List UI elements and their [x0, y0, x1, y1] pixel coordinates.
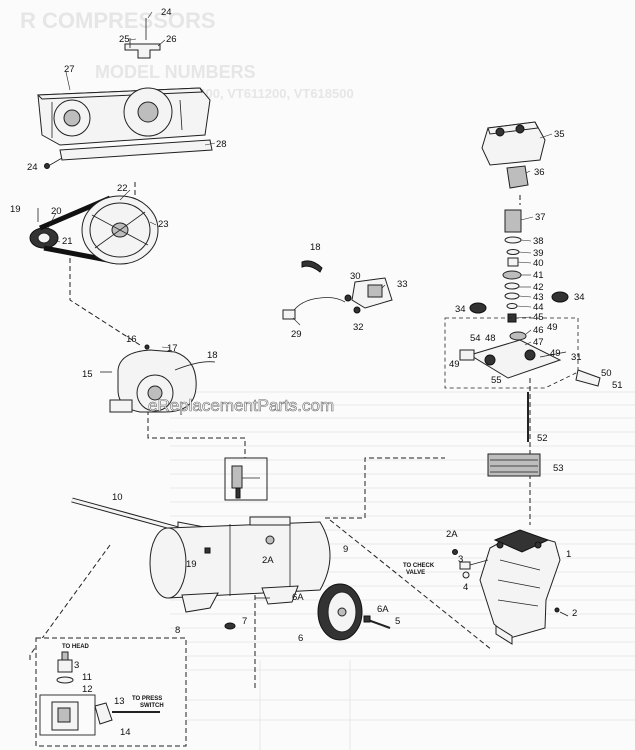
head-shroud — [481, 121, 546, 189]
callout-numbers: 24 25 26 27 28 24 19 20 21 22 23 18 30 3… — [10, 7, 623, 738]
callout-31: 29 — [291, 329, 302, 340]
callout-47: 45 — [533, 312, 544, 323]
callout-3: 2A — [446, 529, 458, 540]
callout-15: 13 — [114, 696, 125, 707]
valve-stack — [502, 209, 527, 350]
callout-39: 37 — [535, 212, 546, 223]
callout-14: 12 — [82, 684, 93, 695]
callout-21-top: 19 — [10, 204, 21, 215]
valve-plate-assembly — [444, 317, 601, 389]
callout-33: 31 — [571, 352, 582, 363]
callout-34: 32 — [353, 322, 364, 333]
callout-43: 41 — [533, 270, 544, 281]
callout-37: 35 — [554, 129, 565, 140]
callout-21-tank: 19 — [186, 559, 197, 570]
to-head-label: TO HEAD — [62, 644, 90, 650]
callout-10: 8 — [175, 625, 180, 636]
callout-32: 30 — [350, 271, 361, 282]
belt-guard-front — [36, 87, 211, 146]
callout-leaders — [47, 11, 553, 349]
callout-2: 2 — [572, 608, 577, 619]
callout-26-top: 24 — [161, 7, 172, 18]
model-numbers-ghost-text: VT612500, VT611200, VT618500 — [160, 86, 354, 101]
callout-57: 55 — [491, 375, 502, 386]
callout-8: 6A — [292, 592, 304, 603]
callout-26-left: 24 — [27, 162, 38, 173]
air-tank — [149, 516, 331, 599]
callout-51-left: 49 — [449, 359, 460, 370]
callout-6: 5 — [395, 616, 400, 627]
callout-23: 21 — [62, 236, 73, 247]
wheel — [317, 583, 391, 641]
belt-guard-bracket — [124, 18, 161, 59]
callout-48: 46 — [533, 325, 544, 336]
callout-52: 50 — [601, 368, 612, 379]
callout-55: 53 — [553, 463, 564, 474]
callout-42: 40 — [533, 258, 544, 269]
callout-45: 43 — [533, 292, 544, 303]
callout-22: 20 — [51, 206, 62, 217]
callout-4: 3 — [458, 554, 463, 565]
callout-17: 15 — [82, 369, 93, 380]
belt-and-flywheel — [39, 195, 159, 265]
callout-12: 10 — [112, 492, 123, 503]
callout-40: 38 — [533, 236, 544, 247]
inset-detail-box — [35, 637, 187, 747]
callout-19: 17 — [167, 343, 178, 354]
callout-29: 27 — [64, 64, 75, 75]
callout-44: 42 — [533, 282, 544, 293]
callout-38: 36 — [534, 167, 545, 178]
callout-5: 4 — [463, 582, 468, 593]
callout-49: 47 — [533, 337, 544, 348]
callout-1: 1 — [566, 549, 571, 560]
callout-11: 9 — [343, 544, 348, 555]
callout-2A: 2A — [262, 555, 274, 566]
switch-mount-detail — [224, 457, 268, 501]
callout-36-right: 34 — [574, 292, 585, 303]
callout-30: 28 — [216, 139, 227, 150]
callout-27: 25 — [119, 34, 130, 45]
header-ghost-text: R COMPRESSORS — [20, 8, 216, 33]
to-press-label: TO PRESS — [132, 696, 162, 702]
callout-36-left: 34 — [455, 304, 466, 315]
callout-35: 33 — [397, 279, 408, 290]
callout-18: 16 — [126, 334, 137, 345]
check-valve-fittings — [452, 549, 489, 579]
callout-46: 44 — [533, 302, 544, 313]
callout-50: 48 — [485, 333, 496, 344]
model-ghost-text: MODEL NUMBERS — [95, 62, 256, 82]
callout-51-right: 49 — [547, 322, 558, 333]
tank-feet — [181, 585, 299, 630]
pump-body — [479, 529, 561, 645]
callout-25: 23 — [158, 219, 169, 230]
callout-56: 54 — [470, 333, 481, 344]
callout-6A: 6A — [377, 604, 389, 615]
callout-7: 6 — [298, 633, 303, 644]
electric-motor — [100, 344, 216, 413]
tube-and-filter — [487, 392, 541, 477]
belt-guard-rail — [44, 139, 213, 169]
callout-41: 39 — [533, 248, 544, 259]
pressure-switch-group — [282, 260, 393, 320]
switch-label: SWITCH — [140, 703, 164, 709]
callout-4-inset: 3 — [74, 660, 79, 671]
drain-valve — [554, 607, 569, 617]
valve-caps — [469, 291, 569, 314]
valve-label: VALVE — [406, 570, 425, 576]
callout-28: 26 — [166, 34, 177, 45]
callout-53: 51 — [612, 380, 623, 391]
assembly-dashed-lines — [29, 182, 531, 690]
callout-9: 7 — [242, 616, 247, 627]
callout-51-mid: 49 — [550, 348, 561, 359]
callout-13: 11 — [82, 672, 92, 683]
callout-24: 22 — [117, 183, 128, 194]
watermark-text: eReplacementParts.com — [148, 396, 334, 415]
callout-20-top: 18 — [310, 242, 321, 253]
callout-20-motor: 18 — [207, 350, 218, 361]
to-check-label: TO CHECK — [403, 563, 435, 569]
callout-16: 14 — [120, 727, 131, 738]
callout-54: 52 — [537, 433, 548, 444]
